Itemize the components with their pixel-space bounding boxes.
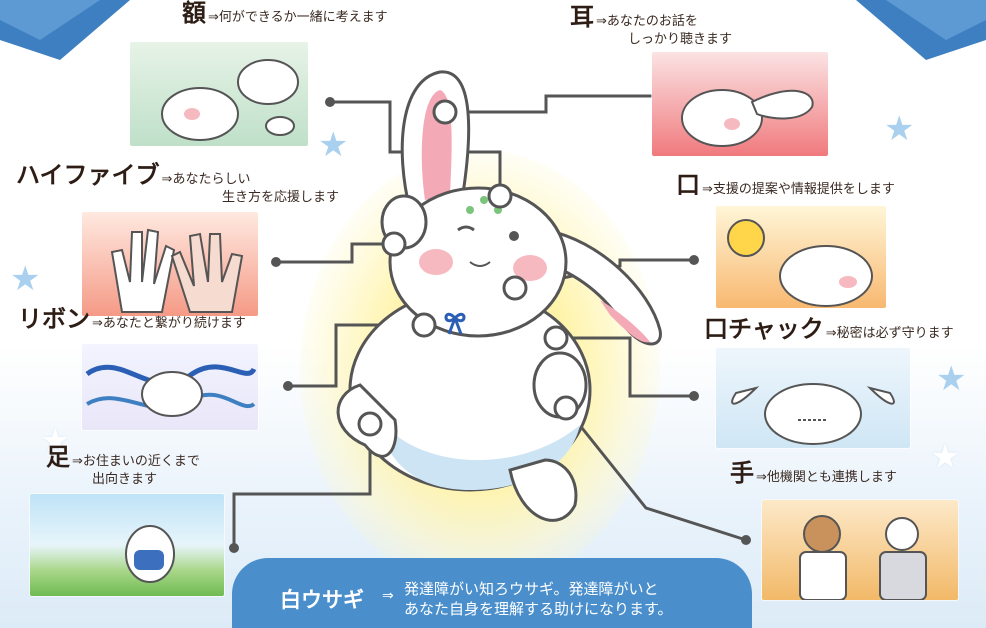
label-hand-head: 手 — [730, 458, 754, 487]
label-mouth: 口⇒支援の提案や情報提供をします — [676, 173, 895, 199]
arrow-symbol: ⇒ — [825, 326, 837, 341]
label-hand: 手⇒他機関とも連携します — [730, 461, 897, 487]
rabbit-illustration — [336, 70, 662, 522]
connector-mouth — [514, 258, 694, 290]
connector-ear — [445, 94, 694, 114]
caption-line1: 発達障がい知ろウサギ。発達障がいと — [404, 580, 659, 598]
label-zipper-head: 口チャック — [704, 314, 824, 343]
label-forehead-desc: 何ができるか一緒に考えます — [218, 10, 388, 25]
star-icon: ★ — [40, 421, 71, 461]
caption-banner: 白ウサギ ⇒ 発達障がい知ろウサギ。発達障がいと あなた自身を理解する助けになり… — [232, 558, 752, 628]
arrow-symbol: ⇒ — [72, 454, 83, 469]
corner-banner-left — [0, 0, 130, 60]
arrow-symbol: ⇒ — [756, 470, 767, 485]
caption-title: 白ウサギ — [280, 588, 364, 612]
caption-arrow: ⇒ — [382, 588, 394, 604]
label-mouth-desc: 支援の提案や情報提供をします — [712, 182, 895, 197]
panel-hand — [762, 500, 958, 600]
lightbulb-icon — [727, 219, 765, 257]
label-highfive-line1: あなたらしい — [172, 172, 251, 187]
label-ribbon-head: リボン — [18, 304, 90, 333]
star-icon: ★ — [10, 259, 41, 299]
caption-line2: あなた自身を理解する助けになります。 — [404, 600, 673, 618]
label-ribbon: リボン⇒あなたと繋がり続けます — [18, 307, 246, 333]
panel-zipper — [716, 348, 910, 448]
label-foot: 足⇒お住まいの近くまで 出向きます — [46, 445, 200, 489]
label-ear-line1: あなたのお話を — [606, 14, 698, 29]
label-forehead-head: 額 — [182, 0, 206, 27]
arrow-symbol: ⇒ — [208, 10, 219, 25]
panel-highfive — [82, 212, 258, 316]
label-forehead: 額⇒何ができるか一緒に考えます — [182, 1, 388, 27]
connector-zipper — [556, 336, 694, 398]
arrow-symbol: ⇒ — [596, 14, 607, 29]
connector-highfive — [276, 242, 394, 264]
connector-forehead — [330, 100, 502, 196]
label-highfive: ハイファイブ⇒あなたらしい 生き方を応援します — [16, 163, 340, 207]
label-zipper: 口チャック⇒秘密は必ず守ります — [704, 317, 954, 343]
label-foot-line1: お住まいの近くまで — [82, 454, 200, 469]
label-hand-desc: 他機関とも連携します — [766, 470, 897, 485]
cloud-icon — [237, 59, 299, 136]
panel-mouth — [716, 206, 886, 308]
star-icon: ★ — [318, 125, 349, 165]
arrow-symbol: ⇒ — [92, 316, 103, 331]
label-highfive-line2: 生き方を応援します — [222, 190, 340, 205]
label-ear: 耳⇒あなたのお話を しっかり聴きます — [570, 5, 733, 49]
panel-foot — [30, 494, 224, 596]
panel-forehead — [130, 42, 308, 146]
arrow-symbol: ⇒ — [161, 172, 173, 187]
label-foot-head: 足 — [46, 442, 70, 471]
arrow-symbol: ⇒ — [702, 182, 713, 197]
label-mouth-head: 口 — [676, 170, 700, 199]
label-ear-head: 耳 — [570, 2, 594, 31]
star-icon: ★ — [936, 359, 967, 399]
connector-hand — [564, 407, 747, 542]
label-foot-line2: 出向きます — [92, 472, 158, 487]
corner-banner-right — [856, 0, 986, 60]
panel-ear — [652, 52, 828, 156]
panel-ribbon — [82, 344, 258, 430]
label-zipper-desc: 秘密は必ず守ります — [836, 326, 954, 341]
label-ribbon-desc: あなたと繋がり続けます — [102, 316, 246, 331]
label-ear-line2: しっかり聴きます — [628, 32, 733, 47]
star-icon: ★ — [930, 437, 961, 477]
star-icon: ★ — [884, 109, 915, 149]
connector-foot — [232, 424, 372, 548]
label-highfive-head: ハイファイブ — [16, 160, 160, 189]
